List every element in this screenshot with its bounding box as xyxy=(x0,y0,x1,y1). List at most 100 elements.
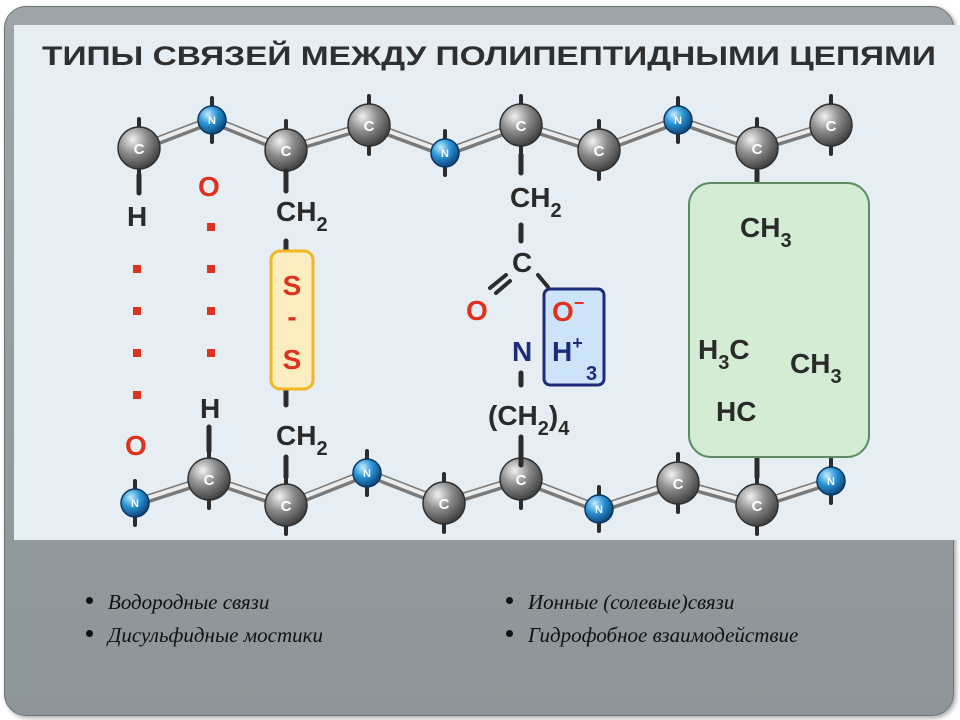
carbon-sphere xyxy=(347,103,391,147)
carbon-sphere xyxy=(656,461,700,505)
carbon-symbol: C xyxy=(281,498,292,515)
nitrogen-symbol: N xyxy=(208,115,216,127)
disulfide-dash: - xyxy=(287,301,296,332)
ionic-ch2-4: (CH2)4 xyxy=(488,400,570,440)
disulfide-ch2-bottom: CH2 xyxy=(276,420,328,460)
top-polypeptide-chain: C N C C N C C N C C xyxy=(117,94,853,181)
hydrophobic-hc: HC xyxy=(716,396,756,427)
nitrogen-atom-bottom-4: N xyxy=(352,449,382,497)
diagram-panel: ТИПЫ СВЯЗЕЙ МЕЖДУ ПОЛИПЕПТИДНЫМИ ЦЕПЯМИ … xyxy=(14,25,960,540)
hydrogen-bond-2-dots xyxy=(207,223,215,357)
hydrophobic-box xyxy=(688,182,870,458)
carbon-symbol: C xyxy=(204,472,215,489)
nitrogen-symbol: N xyxy=(363,468,371,480)
nitrogen-sphere xyxy=(430,138,460,168)
legend-item-disulfide-bridges: Дисульфидные мостики xyxy=(84,619,323,652)
carbon-symbol: C xyxy=(516,472,527,489)
nitrogen-atom-top-8: N xyxy=(663,96,693,144)
carbon-symbol: C xyxy=(752,498,763,515)
nitrogen-sphere xyxy=(584,494,614,524)
nitrogen-symbol: N xyxy=(674,115,682,127)
carbon-sphere xyxy=(735,483,779,527)
carbon-symbol: C xyxy=(134,141,145,158)
ionic-o-minus: O− xyxy=(552,293,584,327)
ionic-o: O xyxy=(466,295,488,326)
carbon-sphere xyxy=(809,103,853,147)
hydrogen-bond-2-h: H xyxy=(200,393,220,424)
ionic-bond: CH2 C O O− N H+ 3 (CH2)4 xyxy=(466,182,606,440)
carbon-sphere xyxy=(187,457,231,501)
diagram-title: ТИПЫ СВЯЗЕЙ МЕЖДУ ПОЛИПЕПТИДНЫМИ ЦЕПЯМИ xyxy=(42,40,936,71)
nitrogen-atom-bottom-10: N xyxy=(816,457,846,505)
carbon-atom-bottom-9: C xyxy=(735,474,779,536)
carbon-symbol: C xyxy=(826,118,837,135)
carbon-atom-bottom-3: C xyxy=(264,474,308,536)
hydrogen-bond-2-o: O xyxy=(198,171,220,202)
carbon-sphere xyxy=(264,483,308,527)
nitrogen-atom-bottom-7: N xyxy=(584,485,614,533)
carbon-atom-bottom-8: C xyxy=(656,452,700,514)
carbon-atom-top-7: C xyxy=(577,119,621,181)
carbon-atom-top-4: C xyxy=(347,94,391,156)
connector-c-o xyxy=(488,273,508,290)
hydrophobic-h3c: H3C xyxy=(698,334,750,374)
carbon-symbol: C xyxy=(439,496,450,513)
nitrogen-atom-bottom-1: N xyxy=(120,479,150,527)
carbon-atom-top-10: C xyxy=(809,94,853,156)
legend-item-hydrogen-bonds: Водородные связи xyxy=(84,586,323,619)
carbon-atom-bottom-5: C xyxy=(422,472,466,534)
carbon-sphere xyxy=(422,481,466,525)
hydrogen-bond-2: O H xyxy=(198,171,220,424)
nitrogen-sphere xyxy=(120,488,150,518)
nitrogen-sphere xyxy=(816,466,846,496)
hydrogen-bond-1-h: H xyxy=(127,201,147,232)
ionic-c: C xyxy=(512,247,532,278)
polypeptide-bonds-diagram: ТИПЫ СВЯЗЕЙ МЕЖДУ ПОЛИПЕПТИДНЫМИ ЦЕПЯМИ … xyxy=(42,40,936,536)
hydrophobic-interaction: CH3 H3C CH3 HC xyxy=(688,182,870,458)
disulfide-s-bottom: S xyxy=(283,344,302,375)
disulfide-box xyxy=(269,249,315,391)
carbon-sphere xyxy=(499,103,543,147)
carbon-atom-top-6: C xyxy=(499,94,543,156)
bottom-polypeptide-chain: N C C N C C N C C N xyxy=(120,448,846,536)
carbon-symbol: C xyxy=(673,476,684,493)
carbon-symbol: C xyxy=(516,118,527,135)
nitrogen-sphere xyxy=(197,105,227,135)
ionic-ch2: CH2 xyxy=(510,182,562,222)
ionic-box xyxy=(542,287,606,387)
carbon-symbol: C xyxy=(594,143,605,160)
nitrogen-symbol: N xyxy=(441,148,449,160)
ionic-n: N xyxy=(512,336,532,367)
connector-c-ominus xyxy=(536,273,550,289)
carbon-symbol: C xyxy=(281,143,292,160)
nitrogen-atom-top-5: N xyxy=(430,129,460,177)
nitrogen-atom-top-2: N xyxy=(197,96,227,144)
carbon-atom-top-9: C xyxy=(735,117,779,179)
carbon-atom-top-1: C xyxy=(117,117,161,179)
nitrogen-symbol: N xyxy=(827,476,835,488)
legend-right: Ионные (солевые)связи Гидрофобное взаимо… xyxy=(504,586,798,652)
hydrophobic-ch3-right: CH3 xyxy=(790,348,842,388)
hydrophobic-ch3-top: CH3 xyxy=(740,212,792,252)
connector-c-o-double xyxy=(494,279,512,295)
ionic-h3-plus: H+ xyxy=(552,333,583,367)
hydrogen-bond-1-dots xyxy=(133,265,141,399)
nitrogen-symbol: N xyxy=(595,504,603,516)
disulfide-s-top: S xyxy=(283,270,302,301)
nitrogen-symbol: N xyxy=(131,498,139,510)
disulfide-bridge: CH2 S - S CH2 xyxy=(269,196,328,460)
legend-left: Водородные связи Дисульфидные мостики xyxy=(84,586,323,652)
carbon-symbol: C xyxy=(364,118,375,135)
hydrogen-bond-1: H O xyxy=(125,201,147,461)
ionic-h3-subscript: 3 xyxy=(586,363,597,385)
carbon-symbol: C xyxy=(752,141,763,158)
carbon-atom-bottom-2: C xyxy=(187,448,231,510)
carbon-sphere xyxy=(577,128,621,172)
carbon-sphere xyxy=(117,126,161,170)
hydrogen-bond-1-o: O xyxy=(125,430,147,461)
legend-item-hydrophobic-interaction: Гидрофобное взаимодействие xyxy=(504,619,798,652)
disulfide-ch2-top: CH2 xyxy=(276,196,328,236)
nitrogen-sphere xyxy=(663,105,693,135)
nitrogen-sphere xyxy=(352,458,382,488)
legend-item-ionic-bonds: Ионные (солевые)связи xyxy=(504,586,798,619)
